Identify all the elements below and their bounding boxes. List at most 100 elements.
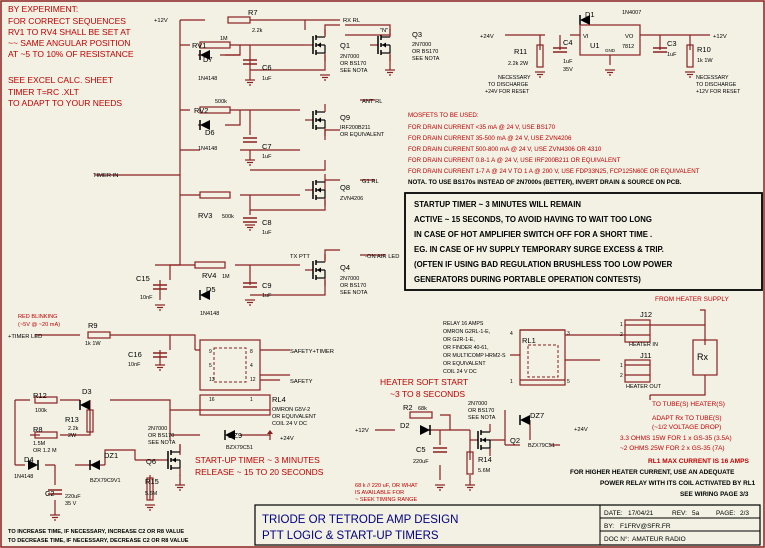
startup-timer-0: START-UP TIMER ~ 3 MINUTES (195, 455, 320, 465)
value-q6-0: 2N7000 (148, 426, 167, 432)
value-rl4-2: COIL 24 V DC (272, 421, 307, 427)
value-q1-0: 2N7000 (340, 54, 359, 60)
label-q3: Q3 (412, 30, 422, 39)
heater-soft-1: ~3 TO 8 SECONDS (390, 389, 465, 399)
mosfet-note-2: FOR DRAIN CURRENT 35-500 mA @ 24 V, USE … (408, 135, 572, 142)
svg-text:2: 2 (620, 373, 623, 379)
label-c16: C16 (128, 350, 142, 359)
value-q2-2: SEE NOTA (468, 415, 496, 421)
value-dz1: BZX79C9V1 (90, 478, 121, 484)
value-r14: 5.6M (478, 468, 491, 474)
mosfet-note-3: FOR DRAIN CURRENT 500-800 mA @ 24 V, USE… (408, 146, 602, 153)
startup-timer-1: RELEASE ~ 15 TO 20 SECONDS (195, 467, 324, 477)
adapt-rx-3: ~2 OHMS 25W FOR 2 x GS-35 (7A) (620, 445, 725, 452)
net-vo: VO (625, 34, 634, 40)
value-r2: 68k (418, 406, 427, 412)
by-label: BY: (604, 523, 614, 530)
value-q3-1: OR BS170 (412, 49, 438, 55)
value-d1: 1N4007 (622, 10, 641, 16)
value-q2-1: OR BS170 (468, 408, 494, 414)
label-rl4: RL4 (272, 395, 286, 404)
label-c4: C4 (563, 38, 573, 47)
value-q4-0: 2N7000 (340, 276, 359, 282)
mosfet-nota: NOTA. TO USE BS170s INSTEAD OF 2N7000s (… (408, 179, 682, 186)
value-d5: 1N4148 (200, 311, 219, 317)
red-blinking-1: (~5V @ ~20 mA) (18, 322, 60, 328)
value-d7: 1N4148 (198, 76, 217, 82)
net-g1-rl: G1 RL (362, 179, 380, 185)
value-r11: 2.2k 2W (508, 61, 529, 67)
net-gnd: GND (605, 48, 616, 53)
value-c6: 1uF (262, 76, 272, 82)
label-c15: C15 (136, 274, 150, 283)
net-p24-q6: +24V (280, 436, 294, 442)
relay16-1: OMRON G2RL-1-E, (443, 329, 490, 335)
value-r8-1: OR 1.2 M (33, 448, 57, 454)
rev-value: 5a (692, 510, 700, 517)
value-c5: 220uF (413, 459, 429, 465)
value-c7: 1uF (262, 154, 272, 160)
rev-label: REV: (672, 510, 687, 517)
relay16-3: OR FINDER 40-61, (443, 345, 489, 351)
label-r13: R13 (65, 415, 79, 424)
title-line-1: TRIODE OR TETRODE AMP DESIGN (262, 514, 458, 526)
label-r10: R10 (697, 45, 711, 54)
label-q2: Q2 (510, 436, 520, 445)
higher-current-2: SEE WIRING PAGE 3/3 (680, 491, 749, 498)
label-r12: R12 (33, 391, 47, 400)
value-c4-1: 35V (563, 67, 573, 73)
value-q1-2: SEE NOTA (340, 68, 368, 74)
label-d7: D7 (203, 55, 213, 64)
value-rl4-0: OMRON G5V-2 (272, 407, 310, 413)
value-c3: 1uF (667, 52, 677, 58)
value-rv2: 500k (215, 99, 227, 105)
label-r15: R15 (145, 477, 159, 486)
label-rv1: RV1 (192, 41, 206, 50)
to-tube: TO TUBE(S) HEATER(S) (652, 401, 725, 408)
adapt-rx-2: 3.3 OHMS 15W FOR 1 x GS-35 (3.5A) (620, 435, 732, 442)
value-q4-2: SEE NOTA (340, 290, 368, 296)
rl1-max: RL1 MAX CURRENT IS 16 AMPS (648, 458, 749, 465)
note-excel-1: SEE EXCEL CALC. SHEET (8, 75, 113, 85)
label-d5: D5 (206, 285, 216, 294)
relay16-4: OR MULTICOMP HRM2-S (443, 353, 506, 359)
value-c16: 10nF (128, 362, 141, 368)
wires (14, 19, 710, 515)
label-dz1: DZ1 (104, 451, 118, 460)
value-dz9: BZX79C51 (226, 445, 253, 451)
value-q8: ZVN4206 (340, 196, 363, 202)
label-c7: C7 (262, 142, 272, 151)
higher-current-0: FOR HIGHER HEATER CURRENT, USE AN ADEQUA… (570, 469, 735, 476)
value-r15: 5.6M (145, 491, 158, 497)
svg-text:9: 9 (209, 349, 212, 355)
net-p24-reg: +24V (480, 34, 494, 40)
value-d4: 1N4148 (14, 474, 33, 480)
value-r7: 2.2k (252, 28, 263, 34)
value-q1-1: OR BS170 (340, 61, 366, 67)
svg-text:5: 5 (567, 379, 570, 385)
label-c2: C2 (45, 489, 55, 498)
label-r8: R8 (33, 425, 43, 434)
label-heater-out: HEATER OUT (626, 384, 662, 390)
net-rx-rl: RX RL (343, 18, 361, 24)
by-value: F1FRV@SFR.FR (620, 523, 671, 530)
value-q4-1: OR BS170 (340, 283, 366, 289)
label-rv3: RV3 (198, 211, 212, 220)
value-r10: 1k 1W (697, 58, 713, 64)
note-experiment-3: RV1 TO RV4 SHALL BE SET AT (8, 27, 131, 37)
page-value: 2/3 (740, 510, 749, 517)
title-line-2: PTT LOGIC & START-UP TIMERS (262, 530, 439, 542)
r11-note-1: TO DISCHARGE (488, 82, 529, 88)
value-c2-0: 220uF (65, 494, 81, 500)
svg-text:1: 1 (250, 397, 253, 403)
value-q9-1: OR EQUIVALENT (340, 132, 385, 138)
svg-text:12: 12 (250, 377, 256, 383)
value-r13-1: 2W (68, 433, 77, 439)
svg-text:5: 5 (209, 363, 212, 369)
value-q6-1: OR BS170 (148, 433, 174, 439)
mosfet-note-4: FOR DRAIN CURRENT 0.8-1 A @ 24 V, USE IR… (408, 157, 621, 164)
heater-soft-0: HEATER SOFT START (380, 377, 468, 387)
